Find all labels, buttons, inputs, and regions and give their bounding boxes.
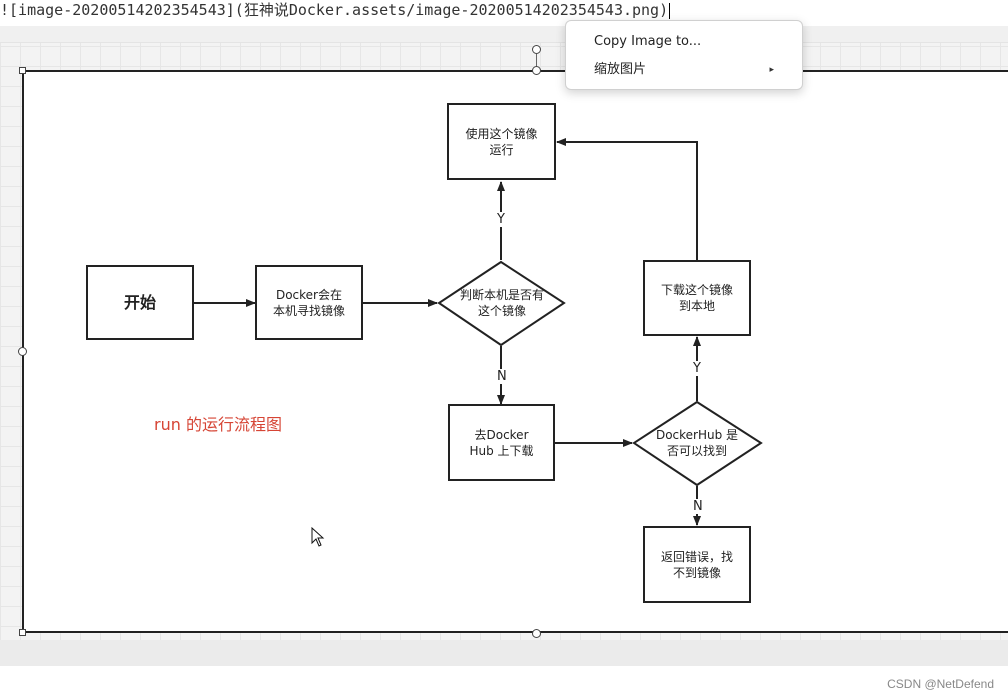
node-check-local-line1: 判断本机是否有 bbox=[459, 288, 544, 302]
node-check-hub: DockerHub 是否可以找到 bbox=[640, 424, 754, 462]
menu-item-copy-image[interactable]: Copy Image to... bbox=[566, 29, 802, 55]
node-start: 开始 bbox=[86, 265, 194, 340]
resize-handle-bottom-left[interactable] bbox=[19, 629, 26, 636]
node-run-image-line1: 使用这个镜像 bbox=[465, 126, 538, 141]
node-run-image: 使用这个镜像运行 bbox=[447, 103, 556, 180]
node-pull-hub-line2: Hub 上下载 bbox=[469, 443, 534, 458]
node-run-image-line2: 运行 bbox=[489, 142, 514, 157]
node-pull-hub-line1: 去Docker bbox=[474, 427, 529, 442]
edge-download-to-run bbox=[556, 138, 698, 260]
rotate-handle-stem bbox=[536, 54, 537, 70]
edge-label-local-no: N bbox=[495, 369, 509, 384]
flowchart-caption: run 的运行流程图 bbox=[154, 415, 282, 434]
node-check-local-line2: 这个镜像 bbox=[477, 304, 526, 318]
node-error-line2: 不到镜像 bbox=[672, 565, 721, 580]
mouse-cursor-icon bbox=[311, 527, 325, 547]
text-caret bbox=[669, 2, 671, 19]
node-check-hub-line1: DockerHub 是 bbox=[655, 428, 739, 442]
node-check-hub-line2: 否可以找到 bbox=[666, 444, 727, 458]
node-search-local: Docker会在本机寻找镜像 bbox=[255, 265, 363, 340]
resize-handle-top-left[interactable] bbox=[19, 67, 26, 74]
node-search-local-line1: Docker会在 bbox=[275, 287, 342, 302]
edge-label-hub-yes: Y bbox=[691, 361, 703, 376]
menu-item-zoom-image[interactable]: 缩放图片 ▸ bbox=[566, 57, 802, 83]
menu-item-zoom-image-label: 缩放图片 bbox=[594, 62, 647, 77]
resize-handle-top[interactable] bbox=[532, 66, 541, 75]
edge-label-local-yes: Y bbox=[495, 212, 507, 227]
diamond-check-local-shape bbox=[437, 260, 566, 347]
node-start-label: 开始 bbox=[123, 292, 156, 312]
node-error: 返回错误，找不到镜像 bbox=[643, 526, 751, 603]
markdown-image-syntax: ![image-20200514202354543](狂神说Docker.ass… bbox=[0, 1, 669, 19]
resize-handle-bottom[interactable] bbox=[532, 629, 541, 638]
resize-handle-left[interactable] bbox=[18, 347, 27, 356]
node-check-local: 判断本机是否有这个镜像 bbox=[446, 284, 558, 322]
csdn-watermark: CSDN @NetDefend bbox=[887, 677, 994, 691]
edge-label-hub-no: N bbox=[691, 499, 705, 514]
context-menu: Copy Image to... 缩放图片 ▸ bbox=[565, 20, 803, 90]
rotate-handle[interactable] bbox=[532, 45, 541, 54]
chevron-right-icon: ▸ bbox=[769, 65, 774, 75]
node-search-local-line2: 本机寻找镜像 bbox=[272, 303, 345, 318]
node-download-local-line1: 下载这个镜像 bbox=[660, 283, 733, 297]
node-download-local: 下载这个镜像到本地 bbox=[643, 260, 751, 336]
node-error-line1: 返回错误，找 bbox=[660, 549, 733, 564]
page-footer bbox=[0, 666, 1008, 699]
menu-item-copy-image-label: Copy Image to... bbox=[594, 34, 702, 49]
canvas-bottom-band bbox=[0, 640, 1008, 666]
markdown-source-line[interactable]: ![image-20200514202354543](狂神说Docker.ass… bbox=[0, 0, 1008, 24]
node-download-local-line2: 到本地 bbox=[678, 299, 715, 313]
diamond-check-hub-shape bbox=[632, 400, 763, 487]
